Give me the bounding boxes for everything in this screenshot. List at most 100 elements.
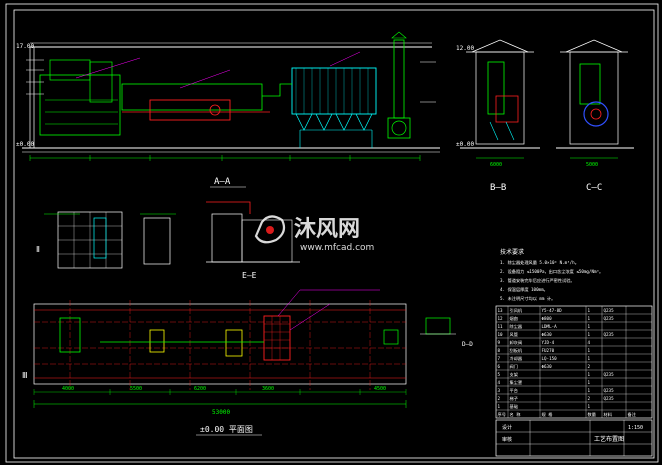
parts-table-cell: LDML-A [542, 324, 558, 329]
view-label-b-b: B—B [490, 183, 506, 193]
note-line: 5. 未注明尺寸均以 mm 计。 [500, 295, 555, 302]
watermark-logo-icon [254, 215, 286, 244]
parts-table-cell: Φ630 [542, 332, 553, 337]
parts-table-cell: 4 [588, 340, 591, 345]
parts-table-cell: 阀门 [510, 363, 518, 370]
parts-table-cell: 3 [498, 388, 501, 393]
parts-table-cell: 基础 [510, 403, 518, 410]
parts-table-cell: 12 [498, 316, 504, 321]
plan-label: ±0.00 平面图 [200, 425, 253, 434]
parts-table-cell: 除尘器 [510, 323, 523, 330]
elevation-bb-top: 12.00 [456, 45, 474, 52]
parts-table-cell: Q235 [604, 388, 615, 393]
parts-table-cell: 1 [588, 308, 591, 313]
elevation-left-lower: ±0.00 [16, 141, 34, 148]
parts-table-cell: 1 [588, 404, 591, 409]
parts-table-cell: 1 [588, 332, 591, 337]
view-label-a-a: A—A [214, 177, 231, 187]
detail-left: Ⅱ [36, 211, 176, 269]
view-e-e: E—E [206, 201, 300, 280]
dim-seg2: 5500 [130, 386, 142, 392]
parts-table-cell: 5 [498, 372, 501, 377]
title-block-title: 工艺布置图 [594, 435, 624, 443]
parts-table-cell: 平台 [510, 387, 518, 394]
parts-table-cell: 支架 [510, 371, 518, 378]
parts-table-cell: Q235 [604, 308, 615, 313]
parts-table-cell: Q235 [604, 332, 615, 337]
parts-table-cell: LQ-150 [542, 356, 558, 361]
parts-table-cell: 11 [498, 324, 504, 329]
dim-seg4: 3600 [262, 386, 274, 392]
dim-seg3: 6200 [194, 386, 206, 392]
drawing-frame-outer [5, 3, 659, 463]
parts-table-cell: 13 [498, 308, 504, 313]
watermark: 沐风网 www.mfcad.com [254, 215, 374, 253]
drawing-frame-inner [13, 9, 655, 459]
parts-table-cell: 7 [498, 356, 501, 361]
parts-table-cell: 1 [588, 372, 591, 377]
parts-table-header: 规 格 [542, 411, 554, 418]
parts-table-header: 名 称 [510, 411, 521, 418]
parts-table-header: 数量 [588, 411, 596, 418]
parts-table-cell: Φ630 [542, 364, 553, 369]
dim-overall-length: 53000 [212, 409, 230, 416]
view-label-e-e: E—E [242, 271, 257, 280]
parts-table-cell: 1 [588, 388, 591, 393]
note-line: 3. 管道安装完毕后应进行严密性试验。 [500, 277, 575, 284]
view-d-d: D—D [420, 317, 473, 348]
parts-table-cell: 烟囱 [510, 315, 518, 322]
detail-label-left: Ⅱ [36, 245, 40, 254]
elevation-top-left: 17.00 [16, 43, 34, 50]
parts-table-cell: 引风机 [510, 307, 523, 314]
title-block-drawn: 设计 [502, 424, 512, 431]
notes-heading: 技术要求 [500, 248, 524, 256]
parts-table-cell: 1 [498, 404, 501, 409]
parts-table-cell: Q235 [604, 372, 615, 377]
dim-cc-width: 5000 [586, 162, 598, 168]
parts-table-cell: Φ800 [542, 316, 553, 321]
parts-table-cell: Q235 [604, 316, 615, 321]
parts-table-cell: FU270 [542, 348, 555, 353]
parts-table-cell: 2 [588, 364, 591, 369]
parts-table-cell: 2 [498, 396, 501, 401]
detail-label-left-plan: Ⅲ [22, 371, 28, 380]
title-block-check: 审核 [502, 436, 512, 443]
view-c-c: 5000 C—C [556, 39, 634, 193]
dim-bb-width: 6000 [490, 162, 502, 168]
parts-table-cell: 1 [588, 356, 591, 361]
parts-table-cell: 2 [588, 396, 591, 401]
parts-table-cell: 8 [498, 348, 501, 353]
note-line: 1. 除尘器处理风量 5.0×10⁴ N.m³/h。 [500, 259, 579, 266]
note-line: 2. 设备阻力 ≤1500Pa，出口含尘浓度 ≤50mg/Nm³。 [500, 268, 603, 275]
dim-seg1: 4000 [62, 386, 74, 392]
note-line: 4. 保温层厚度 100mm。 [500, 286, 548, 293]
parts-table-cell: 10 [498, 332, 504, 337]
parts-table-cell: 冷却器 [510, 355, 523, 362]
plan-view: 4000 5500 6200 3600 4500 53000 Ⅲ ±0.00 平… [22, 289, 407, 436]
parts-table-cell: 4 [498, 380, 501, 385]
parts-table-cell: 1 [588, 380, 591, 385]
parts-table-cell: 梯子 [510, 395, 518, 402]
title-block-scale: 1:150 [628, 425, 643, 431]
parts-table-cell: 1 [588, 348, 591, 353]
elevation-bb-mid: ±0.00 [456, 141, 474, 148]
parts-table-cell: 卸灰阀 [510, 339, 523, 346]
technical-notes: 技术要求 1. 除尘器处理风量 5.0×10⁴ N.m³/h。 2. 设备阻力 … [500, 248, 603, 302]
parts-table-cell: 6 [498, 364, 501, 369]
parts-table-header: 序号 [498, 411, 506, 418]
parts-table-cell: Q235 [604, 396, 615, 401]
parts-table-cell: Y5-47-8D [542, 308, 563, 313]
parts-table-cell: 9 [498, 340, 501, 345]
parts-table-cell: 风管 [510, 331, 518, 338]
parts-table-cell: 1 [588, 316, 591, 321]
dim-seg5: 4500 [374, 386, 386, 392]
parts-table-cell: 刮板机 [510, 347, 523, 354]
parts-table-header: 备注 [628, 411, 637, 418]
parts-table-cell: YJD-4 [542, 340, 555, 345]
parts-table-cell: 集尘罩 [510, 379, 523, 386]
view-label-d-d: D—D [462, 341, 473, 348]
title-block: 设计 审核 工艺布置图 1:150 [495, 419, 653, 457]
view-b-b: 12.00 ±0.00 6000 B—B [456, 39, 540, 193]
